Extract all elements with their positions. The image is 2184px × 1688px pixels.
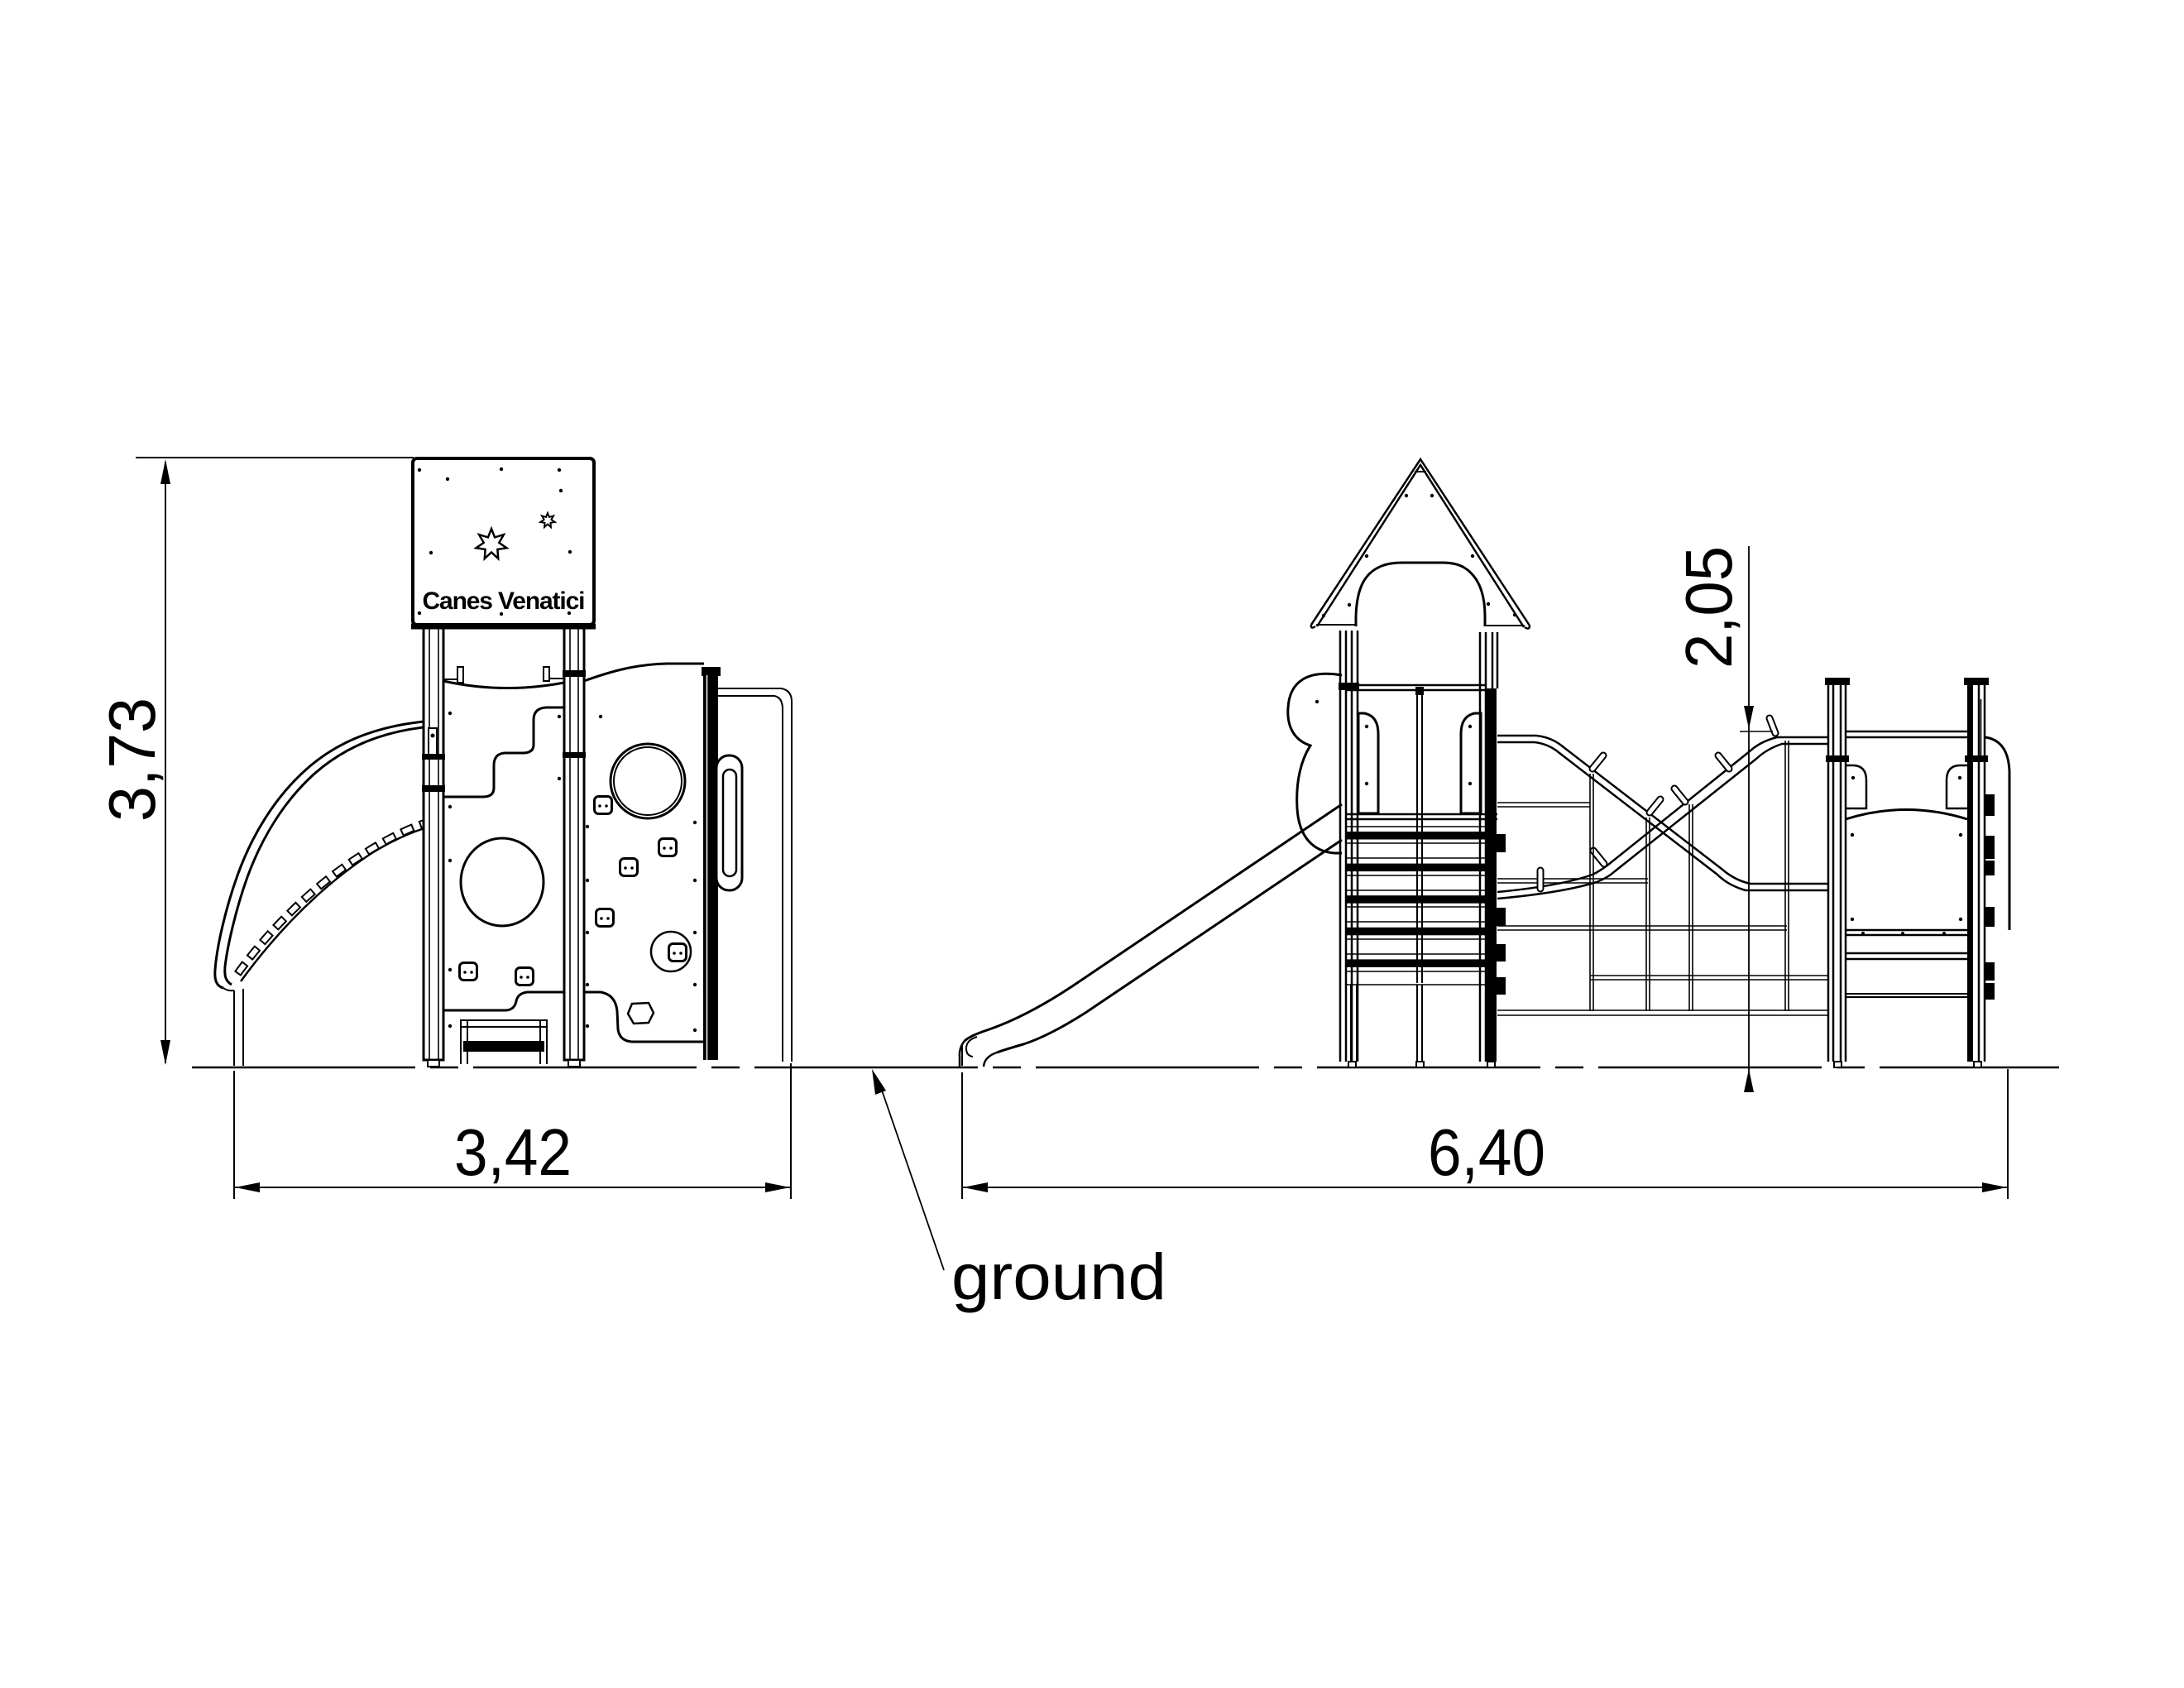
svg-text:2,05: 2,05 bbox=[1672, 546, 1746, 669]
svg-text:Canes Venatici: Canes Venatici bbox=[423, 587, 586, 615]
svg-text:ground: ground bbox=[951, 1240, 1166, 1313]
svg-text:3,73: 3,73 bbox=[95, 698, 169, 822]
svg-text:6,40: 6,40 bbox=[1428, 1115, 1545, 1189]
svg-text:3,42: 3,42 bbox=[454, 1115, 572, 1189]
